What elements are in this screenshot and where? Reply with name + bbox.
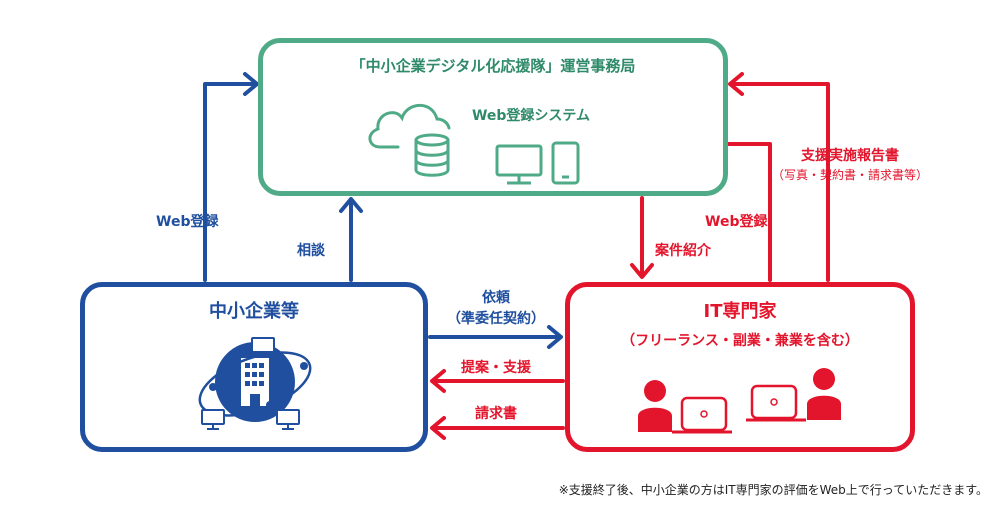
label-invoice: 請求書 [475, 406, 517, 422]
label-request-sub: （準委任契約） [447, 311, 545, 327]
label-case-intro: 案件紹介 [655, 243, 711, 259]
label-request: 依頼 [482, 290, 510, 306]
sme-title: 中小企業等 [209, 301, 299, 322]
itpro-title: IT専門家 [703, 301, 777, 322]
label-web-register-it: Web登録 [705, 214, 768, 230]
network-building-icon [198, 337, 312, 430]
office-title: 「中小企業デジタル化応援隊」運営事務局 [350, 57, 636, 75]
label-report-sub: （写真・契約書・請求書等） [771, 168, 929, 182]
monitor-icon [495, 144, 543, 185]
itpro-box [565, 282, 915, 452]
tablet-icon [551, 141, 580, 185]
cloud-database-icon [368, 103, 451, 177]
arrow-invoice [430, 416, 565, 440]
system-label: Web登録システム [471, 108, 591, 124]
arrow-case-intro [630, 196, 654, 279]
label-proposal-support: 提案・支援 [461, 360, 531, 376]
label-web-register-sme: Web登録 [156, 214, 219, 230]
label-consult: 相談 [297, 243, 325, 259]
arrow-sme-web-register [203, 72, 259, 282]
itpro-subtitle: （フリーランス・副業・兼業を含む） [621, 333, 859, 349]
footnote: ※支援終了後、中小企業の方はIT専門家の評価をWeb上で行っていただきます。 [558, 483, 988, 497]
arrow-request [428, 325, 563, 349]
label-report: 支援実施報告書 [801, 148, 899, 164]
arrow-report [728, 72, 830, 282]
arrow-proposal-support [430, 369, 565, 393]
office-box [258, 38, 728, 196]
arrow-sme-consult [339, 197, 363, 282]
person-laptop-icon-2 [746, 368, 841, 422]
person-laptop-icon [638, 380, 732, 434]
